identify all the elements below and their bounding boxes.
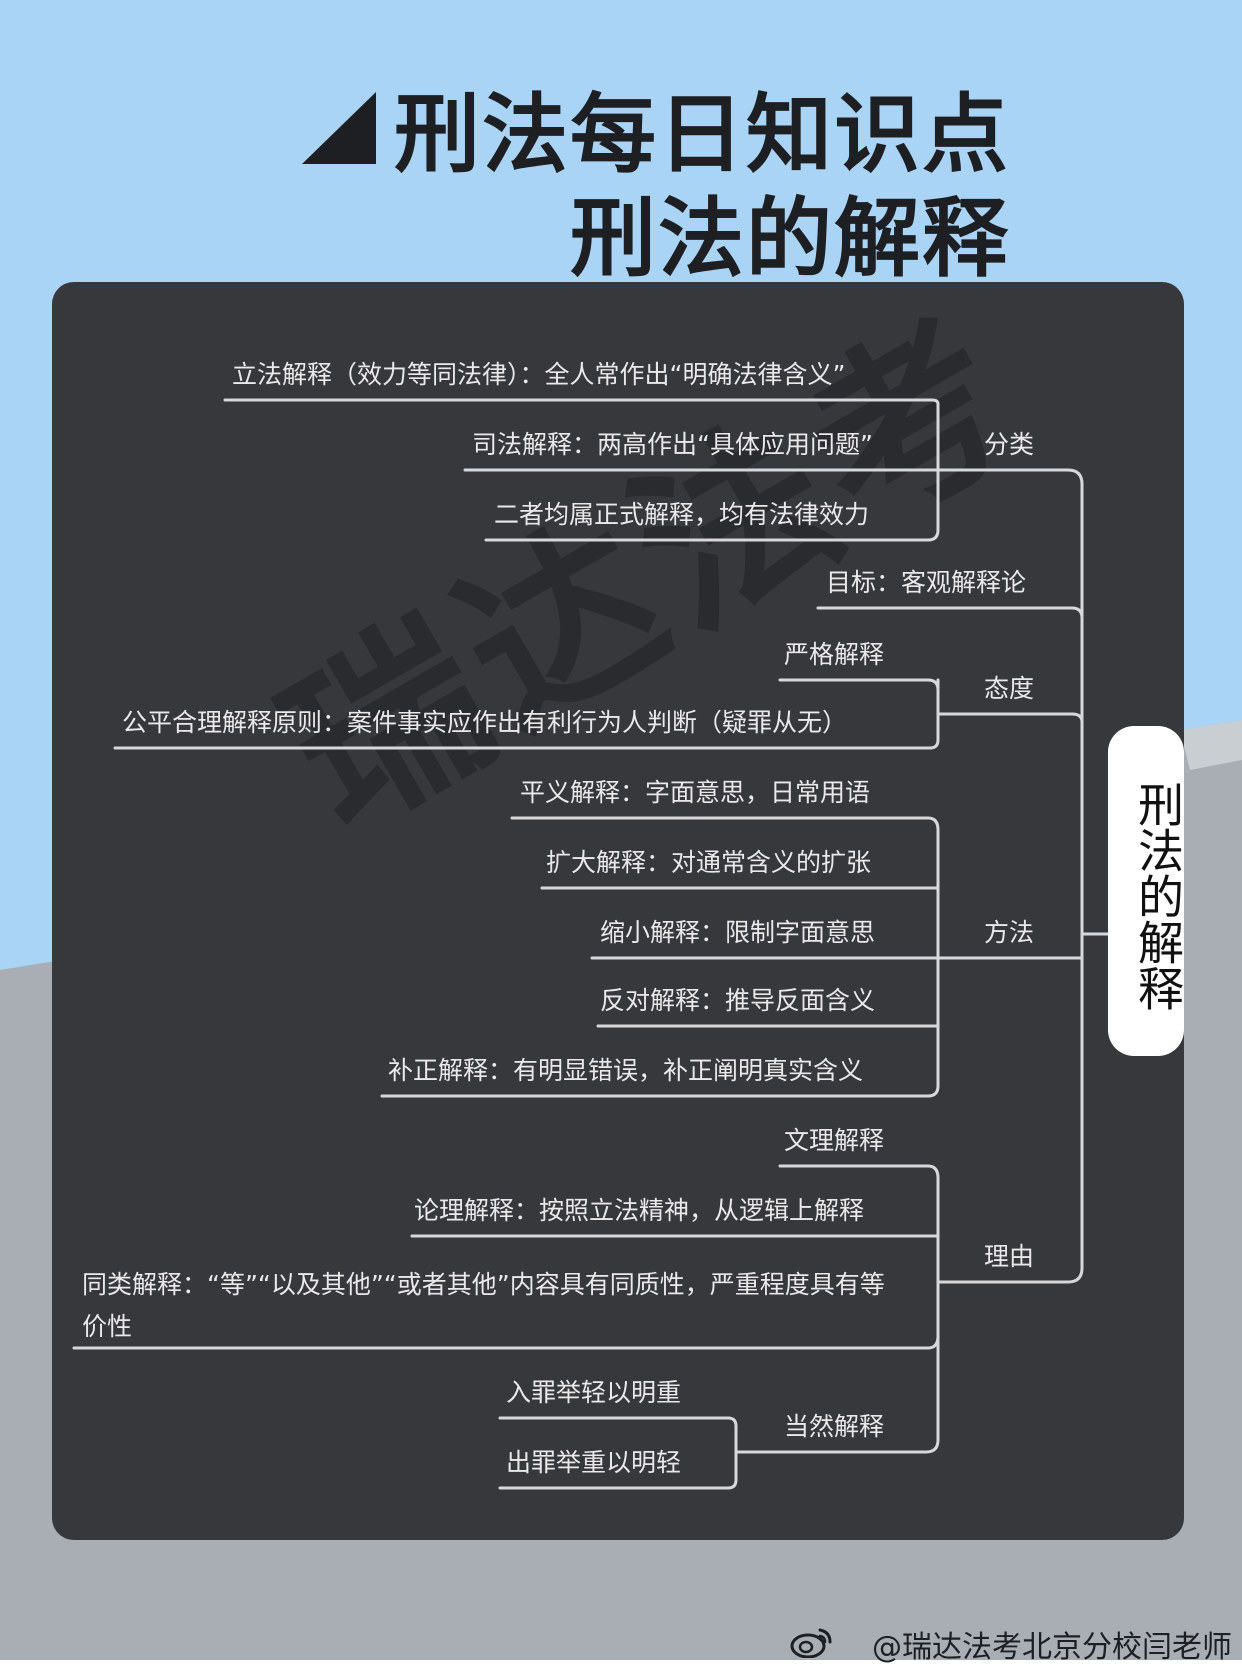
branch-goal: 目标：客观解释论 bbox=[826, 568, 1027, 597]
page-title: 刑法每日知识点 bbox=[394, 85, 1010, 185]
page-subtitle: 刑法的解释 bbox=[570, 189, 1010, 289]
leaf-plain-meaning: 平义解释：字面意思，日常用语 bbox=[520, 778, 871, 807]
leaf-contrary: 反对解释：推导反面含义 bbox=[600, 986, 876, 1015]
leaf-incrimination: 入罪举轻以明重 bbox=[506, 1378, 682, 1407]
leaf-ejusdem-generis: 同类解释：“等”“以及其他”“或者其他”内容具有同质性，严重程度具有等价性 bbox=[82, 1270, 885, 1341]
root-node bbox=[1108, 726, 1184, 1056]
branch-attitude: 态度 bbox=[984, 674, 1035, 703]
root-node-label: 刑法的解释 bbox=[1131, 781, 1185, 1011]
weibo-icon bbox=[790, 1628, 832, 1658]
title-triangle-icon bbox=[302, 92, 376, 164]
leaf-corrective: 补正解释：有明显错误，补正阐明真实含义 bbox=[388, 1056, 864, 1085]
leaf-judicial-interpretation: 司法解释：两高作出“具体应用问题” bbox=[472, 430, 873, 459]
leaf-fair-interpretation: 公平合理解释原则：案件事实应作出有利行为人判断（疑罪从无） bbox=[122, 708, 848, 737]
leaf-textual: 文理解释 bbox=[784, 1126, 885, 1155]
leaf-strict-interpretation: 严格解释 bbox=[784, 640, 885, 669]
leaf-legislative-interpretation: 立法解释（效力等同法律）：全人常作出“明确法律含义” bbox=[232, 360, 846, 389]
leaf-expansive: 扩大解释：对通常含义的扩张 bbox=[546, 848, 872, 877]
leaf-logical: 论理解释：按照立法精神，从逻辑上解释 bbox=[414, 1196, 865, 1225]
leaf-a-fortiori: 当然解释 bbox=[784, 1412, 885, 1441]
branch-reason: 理由 bbox=[984, 1242, 1035, 1271]
author-credit: @瑞达法考北京分校闫老师 bbox=[872, 1630, 1232, 1665]
branch-classification: 分类 bbox=[984, 430, 1035, 459]
leaf-exculpation: 出罪举重以明轻 bbox=[506, 1448, 682, 1477]
leaf-restrictive: 缩小解释：限制字面意思 bbox=[600, 918, 876, 947]
leaf-formal-interpretation: 二者均属正式解释，均有法律效力 bbox=[494, 500, 870, 529]
branch-method: 方法 bbox=[984, 918, 1035, 947]
mindmap-panel bbox=[52, 282, 1184, 1540]
